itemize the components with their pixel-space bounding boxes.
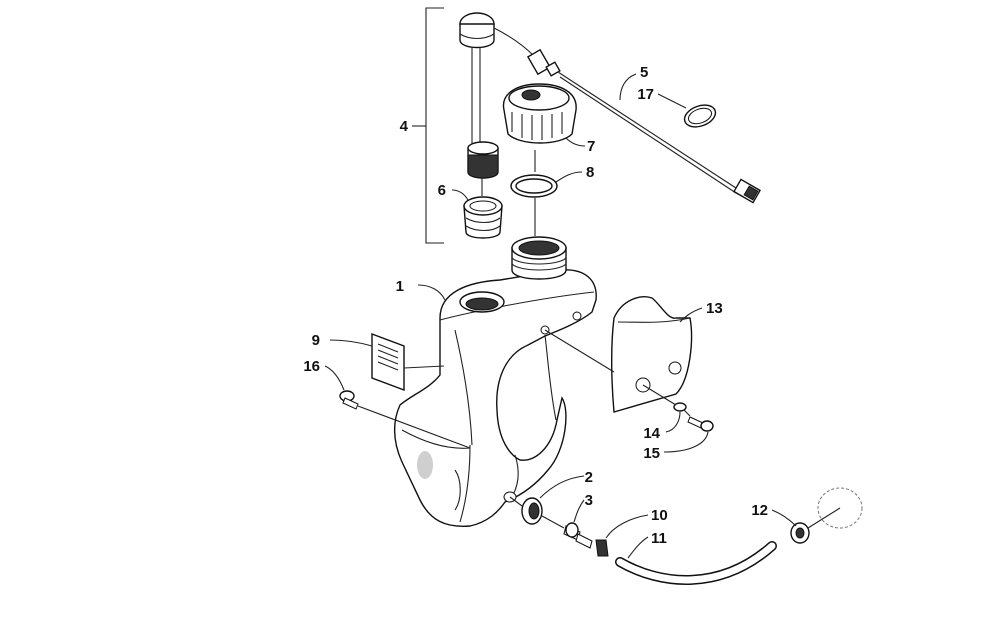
callout-17: 17	[637, 86, 654, 103]
screw-16	[339, 390, 359, 410]
callout-11: 11	[651, 530, 667, 547]
callout-7: 7	[587, 138, 595, 155]
callout-labels: 1 2 3 4 5 6 7 8 9 10 11 12 13 14 15 16 1…	[303, 64, 768, 547]
fuel-hose	[615, 541, 777, 585]
callout-3: 3	[585, 492, 593, 509]
callout-6: 6	[438, 182, 446, 199]
fuel-tank	[393, 269, 597, 527]
callout-14: 14	[643, 425, 660, 442]
callout-4: 4	[400, 118, 409, 135]
callout-9: 9	[312, 332, 320, 349]
grommet	[463, 196, 503, 239]
callout-2: 2	[585, 469, 593, 486]
callout-5: 5	[640, 64, 648, 81]
heat-shield	[610, 296, 693, 413]
grommet-12	[790, 522, 810, 544]
leader-lines	[324, 7, 841, 559]
decal	[371, 332, 405, 392]
callout-15: 15	[643, 445, 660, 462]
washer-14	[673, 402, 687, 412]
callout-12: 12	[751, 502, 768, 519]
callout-13: 13	[706, 300, 723, 317]
screw-15	[687, 416, 714, 432]
hose-clamp-10	[595, 539, 609, 557]
fuel-gauge-sender	[459, 12, 499, 179]
fuel-cap	[502, 83, 577, 144]
mounting-disc-outline	[817, 487, 863, 529]
wire-harness	[493, 27, 761, 204]
hose-clamp	[683, 104, 717, 128]
callout-16: 16	[303, 358, 320, 375]
fuel-fitting	[563, 522, 593, 549]
callout-1: 1	[396, 278, 404, 295]
outlet-grommet	[521, 497, 543, 525]
callout-8: 8	[586, 164, 594, 181]
o-ring	[510, 174, 558, 198]
filler-neck	[511, 236, 567, 280]
callout-10: 10	[651, 507, 668, 524]
